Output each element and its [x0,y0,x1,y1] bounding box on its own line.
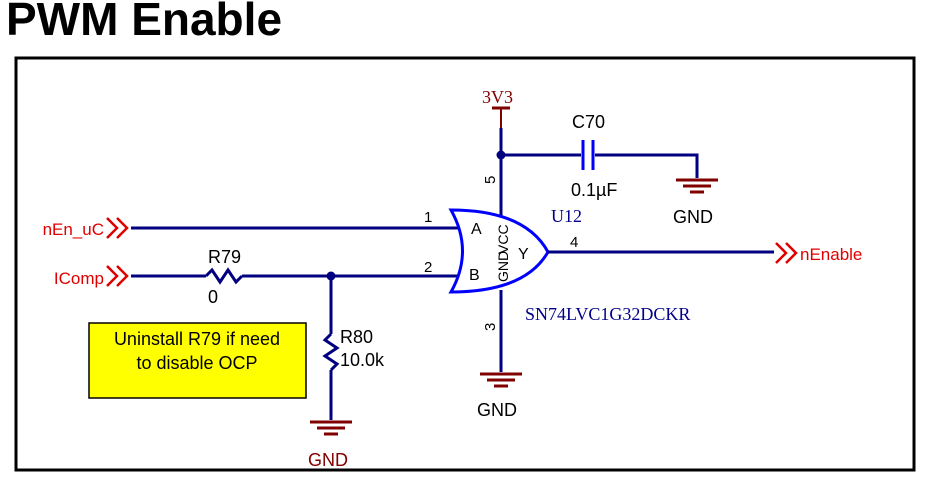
capacitor-c70-value: 0.1µF [571,180,617,200]
page-title: PWM Enable [6,0,283,45]
resistor-r80-value: 10.0k [340,350,385,370]
port-nen-uc-label: nEn_uC [43,220,104,239]
gnd-symbol-c70: GND [673,178,718,227]
port-nenable: nEnable [775,242,862,264]
gnd-label-c70: GND [673,207,713,227]
pin-y-name: Y [518,246,529,263]
gnd-symbol-gate: GND [477,372,522,420]
note-box: Uninstall R79 if need to disable OCP [88,322,307,399]
port-nenable-label: nEnable [800,245,862,264]
capacitor-c70-ref: C70 [572,112,605,132]
resistor-r79-ref: R79 [208,247,241,267]
gate-ref: U12 [551,206,582,226]
gnd-label-gate: GND [477,400,517,420]
port-nen-uc: nEn_uC [43,217,129,239]
pin-a-name: A [471,221,482,238]
resistor-r79-value: 0 [208,287,218,307]
pin-y-number: 4 [570,234,578,251]
resistor-r80: R80 10.0k [322,327,385,372]
sheet-border [14,56,916,472]
resistor-r80-ref: R80 [340,327,373,347]
pin-vcc-number: 5 [482,176,499,184]
note-line-2: to disable OCP [136,353,257,373]
port-icomp-label: IComp [54,269,104,288]
pin-gnd-name: GND [495,251,511,282]
pin-b-number: 2 [424,259,432,276]
pin-a-number: 1 [424,209,432,226]
gate-part: SN74LVC1G32DCKR [525,304,690,324]
gnd-label-r80: GND [308,450,348,470]
pin-b-name: B [469,267,480,284]
port-icomp: IComp [54,265,129,288]
gnd-symbol-r80: GND [308,420,352,470]
resistor-r79: R79 0 [204,247,244,307]
note-line-1: Uninstall R79 if need [114,329,280,349]
power-3v3-label: 3V3 [482,87,513,107]
pin-vcc-name: VCC [495,224,511,254]
capacitor-c70: C70 0.1µF [501,112,699,200]
power-3v3-symbol: 3V3 [482,87,513,128]
or-gate-u12: A B Y VCC GND U12 SN74LVC1G32DCKR [448,206,690,324]
pin-gnd-number: 3 [482,323,499,331]
